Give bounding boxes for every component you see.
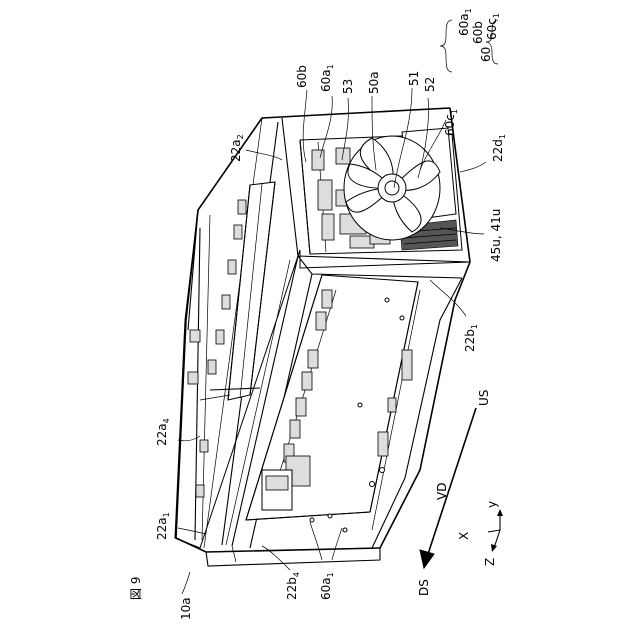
- label-45u-41u: 45u, 41u: [489, 209, 503, 262]
- axis-y: y: [485, 501, 499, 508]
- label-22a1: 22a1: [155, 512, 171, 540]
- label-52: 52: [423, 77, 437, 92]
- legend-member-60c1: 60c1: [485, 13, 501, 40]
- axis-x: X: [457, 532, 471, 540]
- legend-member-60b: 60b: [471, 21, 485, 44]
- label-22d1: 22d1: [491, 134, 507, 162]
- label-53: 53: [341, 79, 355, 94]
- coordinate-axes: [488, 509, 503, 552]
- label-22b4: 22b4: [285, 572, 301, 600]
- label-22a2: 22a2: [229, 134, 245, 162]
- direction-ds: DS: [417, 579, 431, 596]
- figure-title: 図 9: [129, 577, 143, 600]
- legend-group-label: 60: [479, 47, 493, 62]
- direction-vd: VD: [435, 483, 449, 500]
- direction-us: US: [477, 390, 491, 406]
- fan-assembly: [300, 128, 462, 254]
- axis-z: Z: [483, 558, 497, 566]
- label-22b1: 22b1: [463, 324, 479, 352]
- label-60b: 60b: [295, 65, 309, 88]
- label-50a: 50a: [367, 71, 381, 94]
- label-51: 51: [407, 71, 421, 86]
- label-22a4: 22a4: [155, 418, 171, 446]
- label-60a1-top: 60a1: [319, 64, 335, 92]
- label-60a1-bottom: 60a1: [319, 572, 335, 600]
- reference-10a: 10a: [179, 597, 193, 620]
